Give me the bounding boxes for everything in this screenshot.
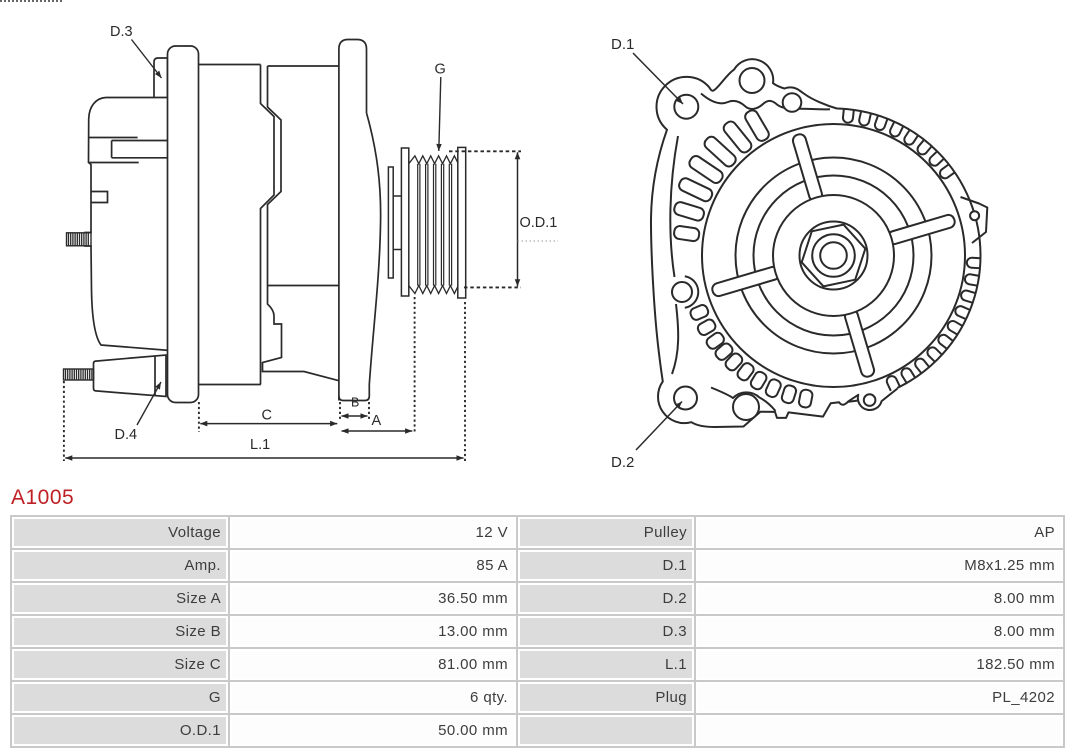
svg-text:B: B <box>351 396 359 410</box>
svg-text:A: A <box>372 413 382 429</box>
svg-text:D.3: D.3 <box>110 24 133 40</box>
svg-text:D.1: D.1 <box>611 36 634 53</box>
svg-text:C: C <box>262 408 272 424</box>
svg-text:G: G <box>435 62 446 78</box>
svg-text:O.D.1: O.D.1 <box>520 215 558 231</box>
svg-text:D.2: D.2 <box>611 454 634 471</box>
svg-text:D.4: D.4 <box>115 427 138 443</box>
svg-text:L.1: L.1 <box>250 437 270 453</box>
